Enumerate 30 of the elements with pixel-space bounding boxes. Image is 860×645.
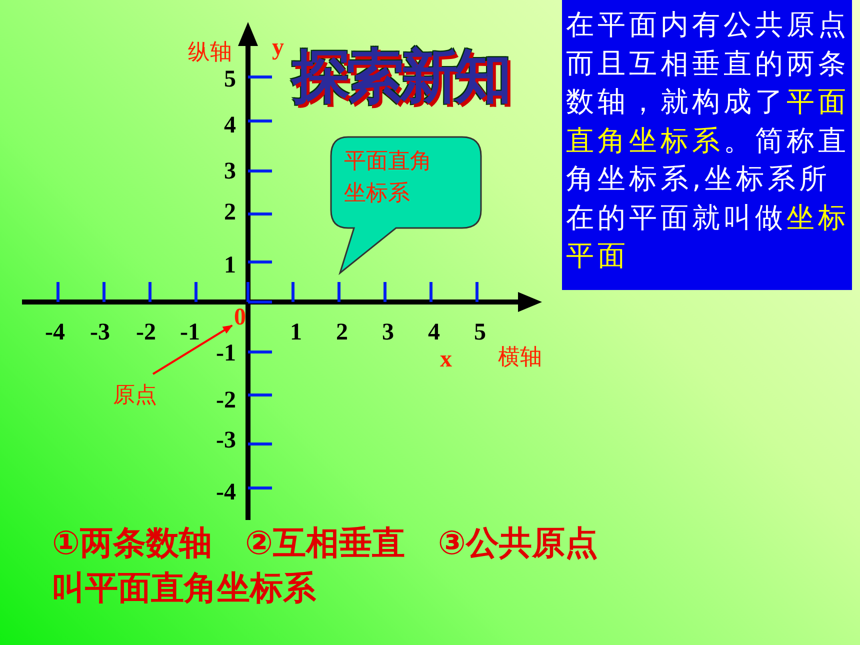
tick-label: -3 (90, 320, 110, 346)
tick-label: 4 (428, 320, 440, 346)
tick-label: 5 (474, 320, 486, 346)
tick-label: 1 (290, 320, 302, 346)
tick-label: -4 (45, 320, 65, 346)
tick-label: 3 (224, 158, 236, 186)
tick-label: -4 (216, 480, 236, 506)
tick-label: 1 (224, 252, 236, 280)
tick-label: -2 (136, 320, 156, 346)
tick-label: -3 (216, 428, 236, 454)
origin-label: 原点 (113, 380, 157, 410)
origin-number: 0 (234, 304, 246, 332)
axis-name: 纵轴 (188, 39, 232, 67)
axis-name: 横轴 (498, 344, 542, 372)
tick-label: -1 (180, 320, 200, 346)
definition-panel: 在平面内有公共原点而且互相垂直的两条数轴，就构成了平面直角坐标系。简称直角坐标系,坐标系所在的平面就叫做坐标平面 (562, 0, 852, 290)
tick-label: 2 (336, 320, 348, 346)
speech-bubble: 平面直角坐标系 (330, 136, 482, 276)
slide-title: 探索新知 (292, 41, 508, 112)
tick-label: 3 (382, 320, 394, 346)
arrow (152, 324, 233, 375)
summary-text: ①两条数轴 ②互相垂直 ③公共原点 (52, 522, 598, 564)
axis-letter: y (272, 34, 284, 62)
tick-label: -2 (216, 388, 236, 414)
tick-label: 4 (224, 112, 236, 140)
tick-label: -1 (216, 340, 236, 368)
tick-label: 5 (224, 66, 236, 94)
summary-text: 叫平面直角坐标系 (52, 567, 316, 609)
axis-letter: x (440, 346, 452, 374)
tick-label: 2 (224, 200, 236, 226)
